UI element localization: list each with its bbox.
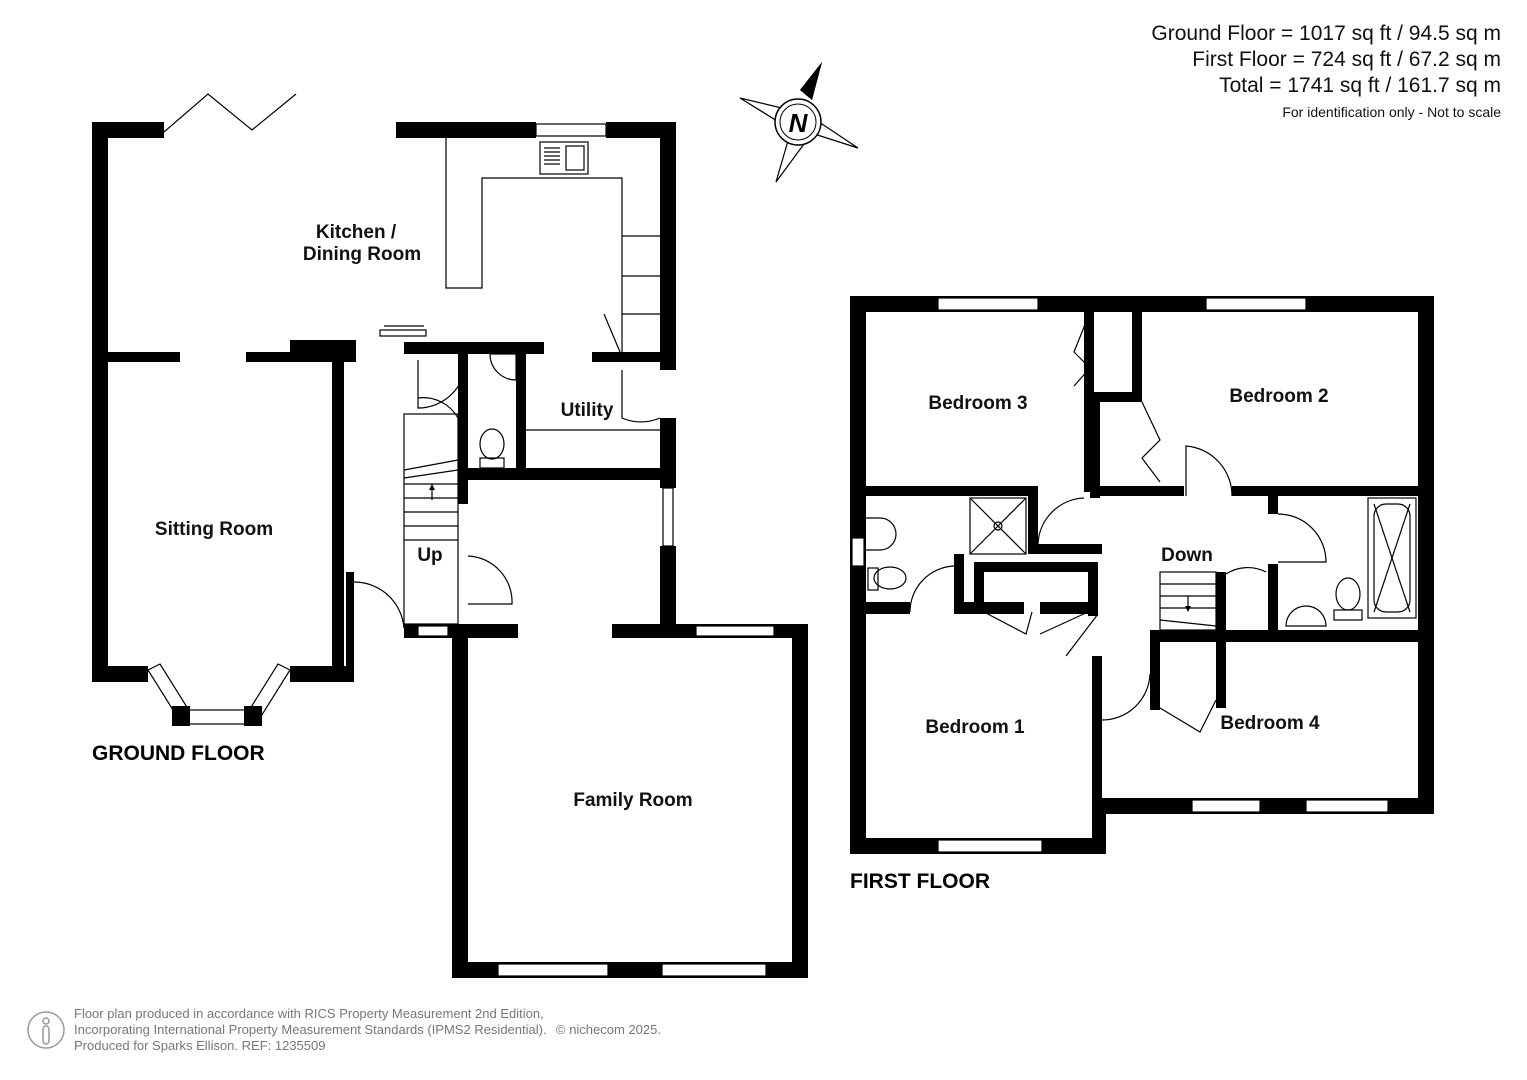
room-label-family: Family Room	[573, 790, 692, 811]
basin-icon	[866, 517, 897, 551]
first-floor: Bedroom 3 Bedroom 2 Down Bedroom 1 Bedro…	[850, 296, 1434, 893]
stairs-up-label: Up	[417, 545, 442, 566]
ground-floor-title: GROUND FLOOR	[92, 742, 265, 765]
bath-icon	[1367, 497, 1417, 619]
ground-floor-area: Ground Floor = 1017 sq ft / 94.5 sq m	[1151, 22, 1501, 45]
room-label-kitchen: Kitchen /	[316, 222, 397, 243]
area-summary: Ground Floor = 1017 sq ft / 94.5 sq m Fi…	[1151, 21, 1501, 121]
room-label-bedroom4: Bedroom 4	[1220, 713, 1320, 734]
footer-copyright: © nichecom 2025.	[556, 1022, 661, 1037]
basin-icon-bathroom	[1285, 605, 1327, 627]
first-floor-title: FIRST FLOOR	[850, 870, 990, 893]
room-label-bedroom1: Bedroom 1	[925, 717, 1025, 738]
toilet-icon	[479, 428, 505, 469]
stairs-up-icon	[403, 413, 459, 625]
sink-icon	[544, 145, 585, 171]
ground-floor: Kitchen / Dining Room Utility Sitting Ro…	[92, 93, 808, 978]
room-label-bedroom2: Bedroom 2	[1229, 386, 1328, 407]
room-label-dining: Dining Room	[303, 244, 421, 265]
total-area: Total = 1741 sq ft / 161.7 sq m	[1219, 74, 1501, 97]
scale-note: For identification only - Not to scale	[1282, 104, 1501, 120]
footer-text: Floor plan produced in accordance with R…	[74, 1006, 547, 1054]
room-label-bedroom3: Bedroom 3	[928, 393, 1027, 414]
compass-icon: N	[739, 62, 859, 183]
room-label-utility: Utility	[561, 400, 614, 421]
toilet-icon-bathroom	[1333, 577, 1363, 621]
stairs-down-label: Down	[1161, 545, 1213, 566]
footer-line-3: Produced for Sparks Ellison. REF: 123550…	[74, 1038, 326, 1053]
room-label-sitting: Sitting Room	[155, 519, 273, 540]
corner-basin-icon	[489, 353, 517, 381]
footer-line-1: Floor plan produced in accordance with R…	[74, 1006, 544, 1021]
first-floor-area: First Floor = 724 sq ft / 67.2 sq m	[1192, 48, 1501, 71]
person-icon	[27, 1011, 65, 1049]
footer-line-2: Incorporating International Property Mea…	[74, 1022, 547, 1037]
shower-icon	[969, 497, 1027, 555]
toilet-icon-ensuite	[867, 566, 907, 591]
stairs-down-icon	[1159, 571, 1217, 631]
compass-north-label: N	[789, 108, 809, 138]
